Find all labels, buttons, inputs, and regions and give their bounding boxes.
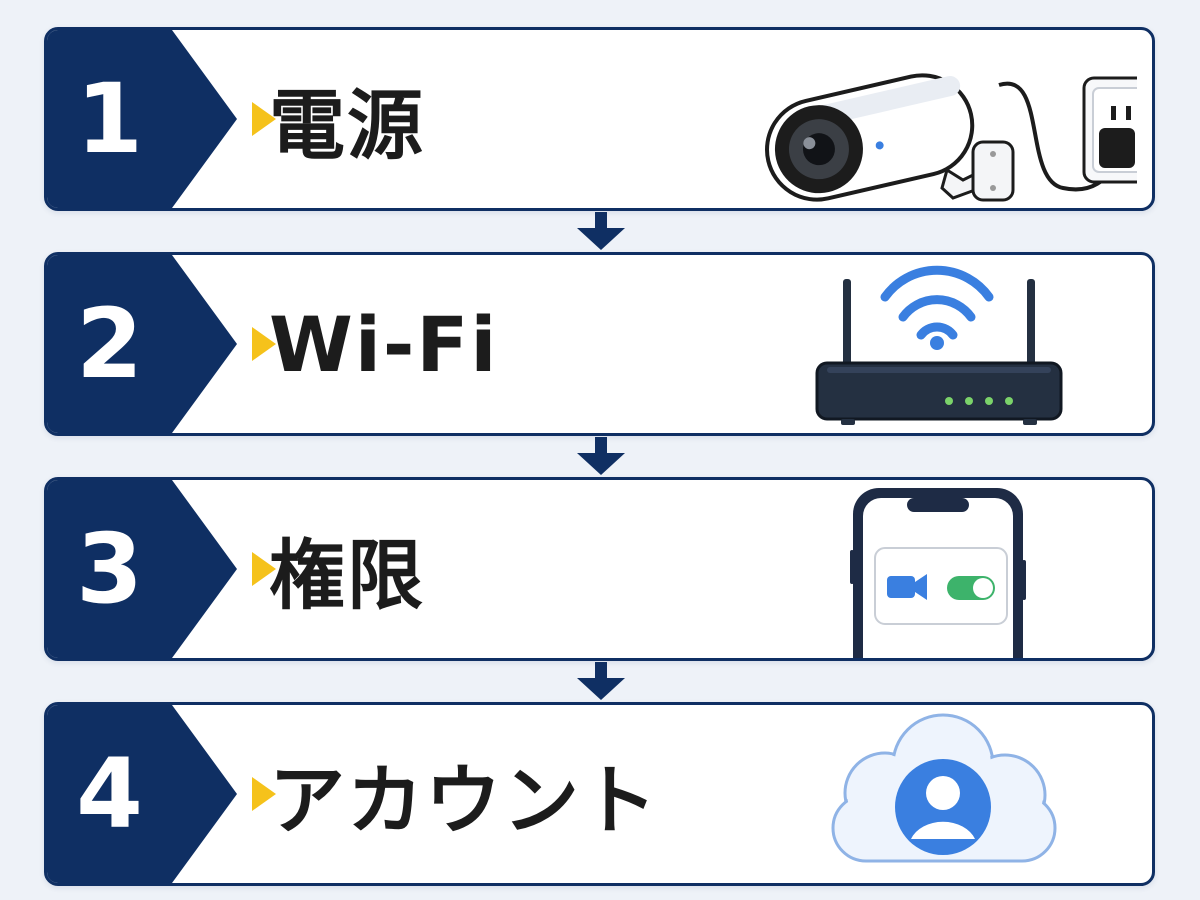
step-1-number: 1 (76, 63, 143, 175)
security-camera-icon (765, 73, 1137, 202)
step-1-pointer-icon (252, 102, 276, 136)
smartphone-permission-icon (850, 488, 1026, 658)
flow-arrow-3-to-4-icon (577, 662, 625, 700)
step-4-card: 4 アカウント (44, 702, 1155, 886)
step-3-card: 3 権限 (44, 477, 1155, 661)
step-3-label: 権限 (269, 531, 425, 620)
step-2-label: Wi-Fi (269, 299, 499, 389)
step-2-pointer-icon (252, 327, 276, 361)
cloud-account-icon (831, 713, 1057, 863)
step-3-number: 3 (76, 513, 143, 625)
step-4-number: 4 (76, 738, 143, 850)
step-2-number: 2 (76, 288, 143, 400)
step-3-pointer-icon (252, 552, 276, 586)
step-4-pointer-icon (252, 777, 276, 811)
step-1-card: 1 電源 (44, 27, 1155, 211)
flow-arrow-2-to-3-icon (577, 437, 625, 475)
step-1-label: 電源 (269, 81, 425, 170)
step-4-label: アカウント (269, 756, 659, 845)
flow-arrow-1-to-2-icon (577, 212, 625, 250)
wifi-router-icon (815, 265, 1063, 425)
step-2-card: 2 Wi-Fi (44, 252, 1155, 436)
